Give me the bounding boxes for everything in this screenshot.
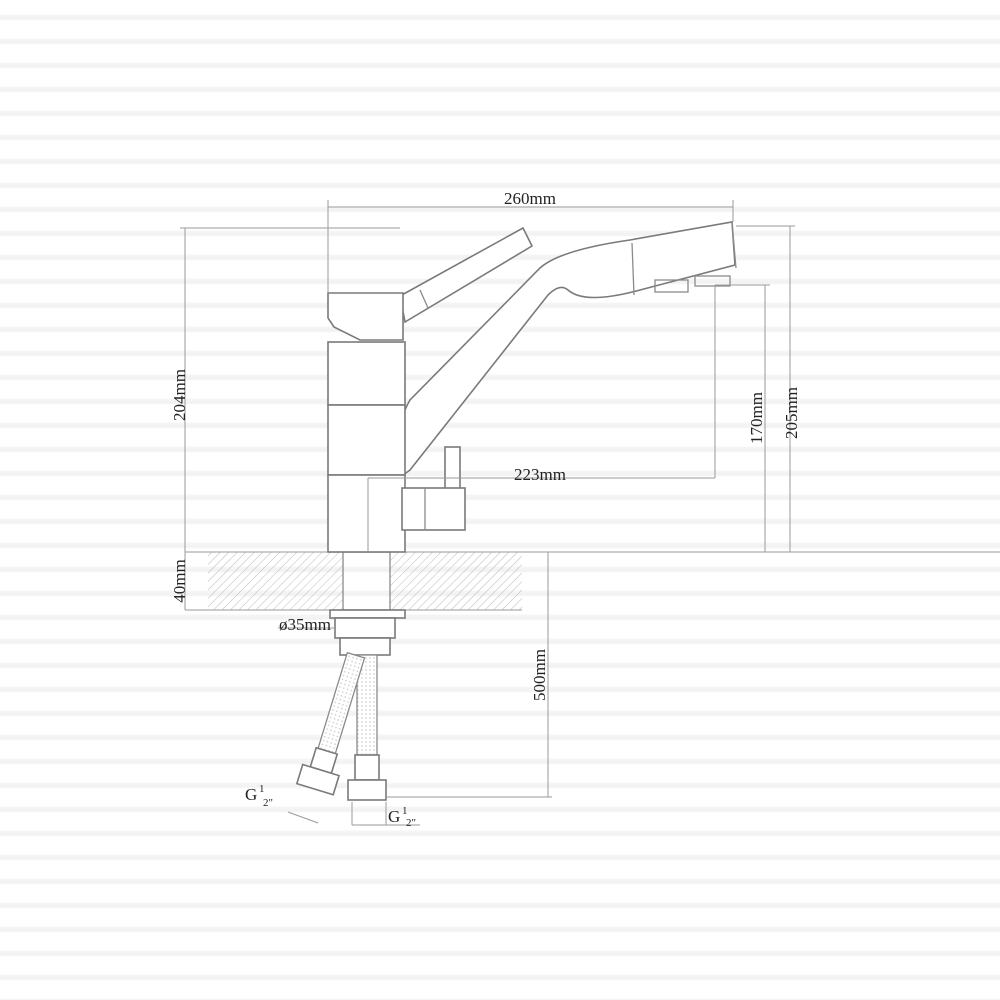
- thread-left-sub: 2": [263, 797, 273, 809]
- thread-right-g: G: [388, 807, 400, 826]
- label-thread-left: G 1 2": [245, 783, 273, 809]
- label-height-left: 204mm: [170, 369, 189, 421]
- hose-straight: [347, 654, 387, 801]
- label-thread-right: G 1 2": [388, 805, 416, 829]
- spout: [398, 221, 736, 477]
- label-spout-height: 170mm: [747, 392, 766, 444]
- label-hose-length: 500mm: [530, 649, 549, 701]
- label-height-right: 205mm: [782, 387, 801, 439]
- label-countertop-thickness: 40mm: [170, 559, 189, 602]
- label-hole-diameter: ø35mm: [279, 615, 331, 634]
- countertop: [185, 551, 1000, 611]
- mounting-nut: [329, 609, 406, 656]
- thread-left-sup: 1: [259, 783, 265, 795]
- faucet-body: [327, 292, 406, 553]
- thread-right-sup: 1: [402, 805, 408, 817]
- hose-angled: [295, 651, 366, 796]
- label-width-total: 260mm: [504, 189, 556, 208]
- thread-left-g: G: [245, 785, 257, 804]
- label-spout-reach: 223mm: [514, 465, 566, 484]
- thread-right-sub: 2": [406, 817, 416, 829]
- dimension-lines: [180, 200, 795, 826]
- spout-head: [631, 221, 737, 296]
